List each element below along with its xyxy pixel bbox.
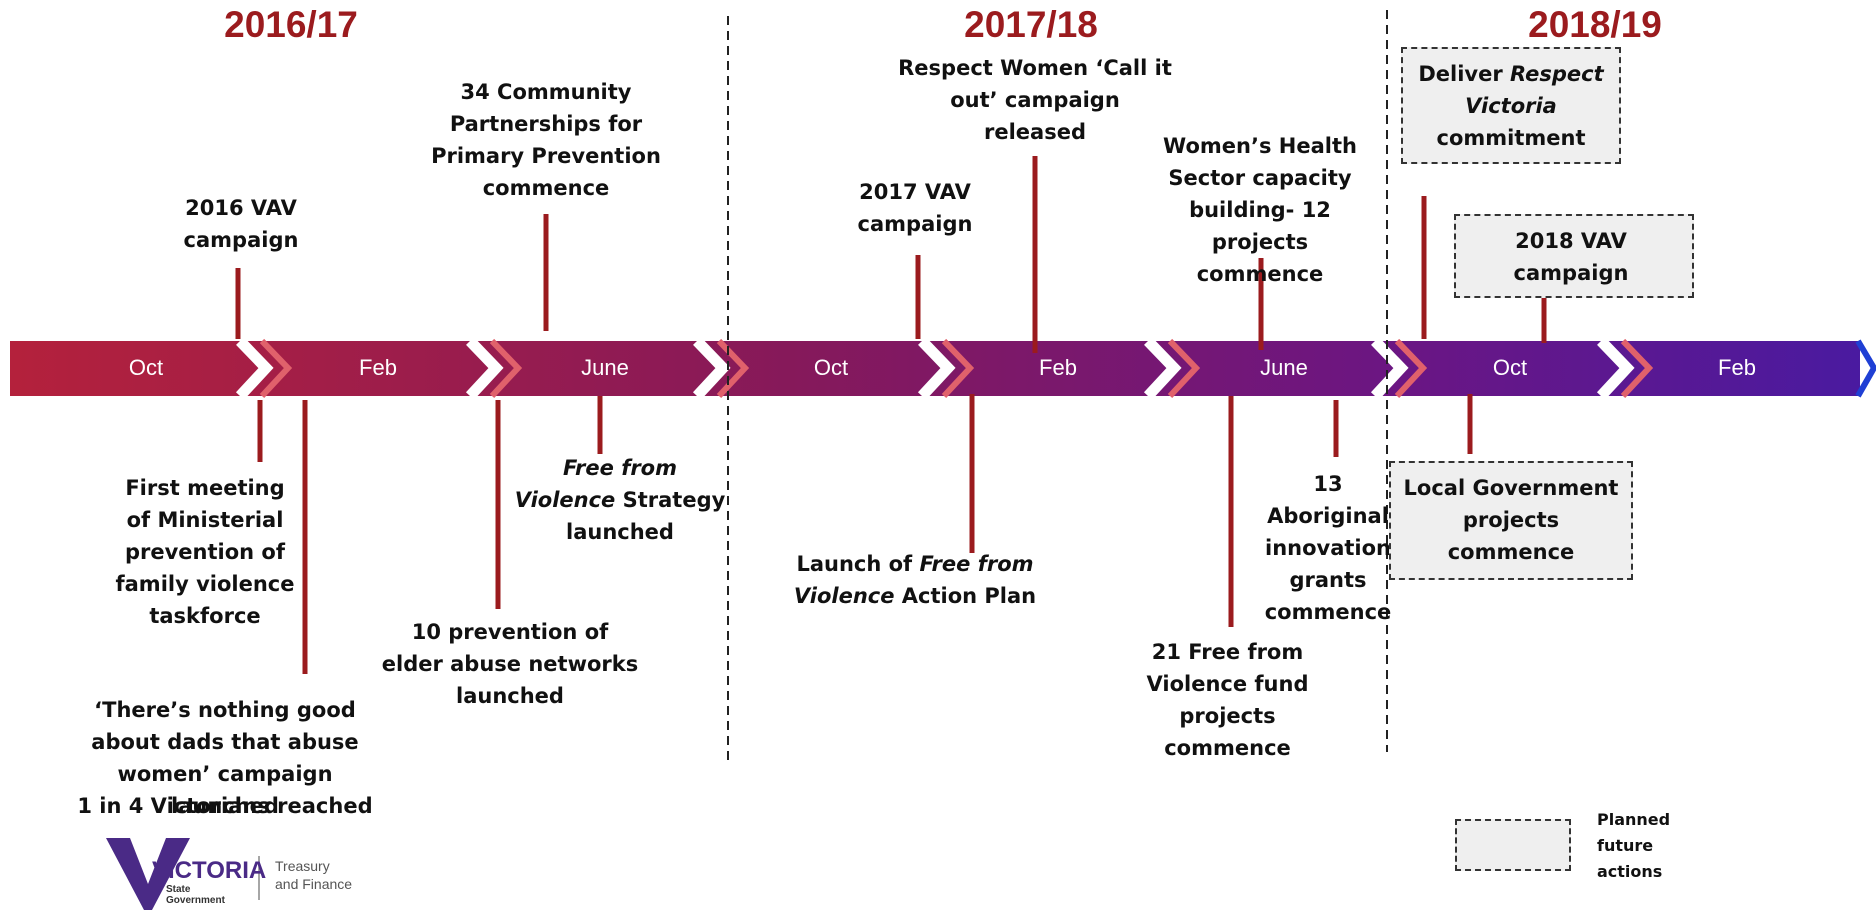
planned-box-local-government: Local Government projects commence	[1389, 461, 1633, 580]
year-heading-2016-17: 2016/17	[224, 4, 358, 45]
planned-vav2018-text: 2018 VAV campaign	[1513, 229, 1629, 285]
legend-label: Planned future actions	[1597, 810, 1671, 881]
event-elder-abuse: 10 prevention of elder abuse networks la…	[381, 620, 639, 708]
month-label: June	[581, 355, 629, 380]
event-vav2016: 2016 VAV campaign	[183, 196, 299, 252]
event-vav2017: 2017 VAV campaign	[857, 180, 973, 236]
month-label: Oct	[813, 355, 849, 380]
strategy-rest: Strategy launched	[566, 488, 726, 544]
event-womens-health: Women’s Health Sector capacity building-…	[1163, 134, 1357, 286]
chevron-separators	[235, 337, 1654, 400]
respect-victoria-post: commitment	[1436, 126, 1586, 150]
month-label: Oct	[128, 355, 164, 380]
respect-victoria-italic2: Victoria	[1465, 94, 1557, 118]
event-partnerships: 34 Community Partnerships for Primary Pr…	[431, 80, 661, 200]
action-plan-post: Action Plan	[901, 584, 1037, 608]
respect-victoria-pre: Deliver	[1418, 62, 1503, 86]
chevron-7	[1596, 337, 1654, 400]
event-dads-campaign: ‘There’s nothing good about dads that ab…	[91, 698, 359, 818]
chevron-1	[235, 337, 293, 400]
action-plan-pre: Launch of	[796, 552, 913, 576]
planned-box-respect-victoria: Deliver Respect Victoria commitment	[1401, 47, 1621, 164]
chevron-5	[1143, 337, 1201, 400]
strategy-name: Free from Violence	[514, 456, 677, 512]
event-strategy: Free from Violence Strategy launched	[510, 452, 730, 548]
planned-box-vav2018: 2018 VAV campaign	[1454, 214, 1694, 298]
event-fund-projects: 21 Free from Violence fund projects comm…	[1146, 640, 1309, 760]
logo-dept-line1: Treasury	[275, 858, 330, 874]
respect-women-line1: Respect Women ‘Call it	[898, 56, 1172, 80]
timeline-end-chevron	[1855, 339, 1876, 398]
logo-name: VICTORIA	[152, 857, 267, 884]
legend-swatch	[1455, 819, 1571, 871]
respect-victoria-italic1: Respect	[1510, 62, 1604, 86]
planned-local-government-text: Local Government projects commence	[1403, 476, 1619, 564]
year-heading-2017-18: 2017/18	[964, 4, 1098, 45]
event-aboriginal-grants: 13 Aboriginal innovation grants commence	[1264, 472, 1392, 624]
timeline-end-tip	[1858, 341, 1876, 396]
month-label: Feb	[1039, 355, 1077, 380]
event-action-plan: Launch of Free from Violence Action Plan	[790, 548, 1040, 612]
respect-women-line2: out’ campaign	[950, 88, 1120, 112]
event-victorians-reached: 1 in 4 Victorians reached	[77, 794, 373, 818]
chevron-4	[917, 337, 975, 400]
year-heading-2018-19: 2018/19	[1528, 4, 1662, 45]
chevron-6	[1370, 337, 1428, 400]
logo-sub: State Government	[166, 884, 225, 906]
month-label: Feb	[1718, 355, 1756, 380]
event-taskforce: First meeting of Ministerial prevention …	[115, 476, 295, 628]
action-plan-italic1: Free from	[919, 552, 1034, 576]
action-plan-italic2: Violence	[793, 584, 895, 608]
planned-respect-victoria-text: Deliver Respect Victoria commitment	[1403, 58, 1619, 154]
month-label: June	[1260, 355, 1308, 380]
chevron-2	[465, 337, 523, 400]
month-label: Feb	[359, 355, 397, 380]
month-label: Oct	[1492, 355, 1528, 380]
logo-dept-line2: and Finance	[275, 876, 353, 892]
respect-women-line3: released	[984, 120, 1086, 144]
event-respect-women: Respect Women ‘Call it out’ campaign rel…	[890, 52, 1180, 148]
